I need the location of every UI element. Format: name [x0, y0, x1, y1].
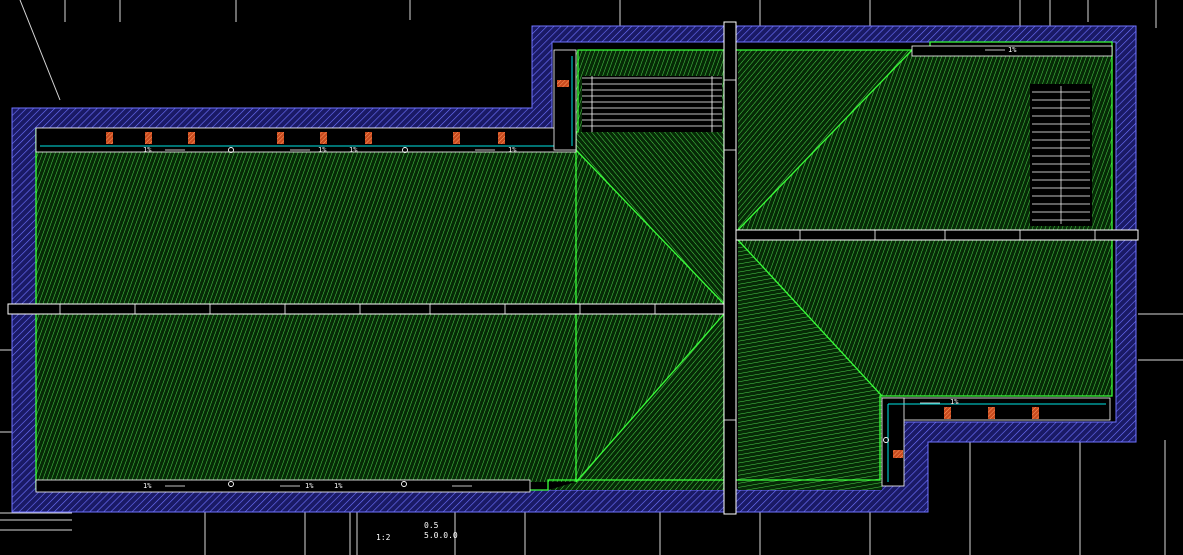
- downpipe-icon: [277, 132, 284, 144]
- downpipe-icon: [1032, 407, 1039, 419]
- slope-label-group: 1% 1% 1% 1% 1% 1% 1% 1% 1%: [143, 46, 1017, 490]
- stair-opening-right: [1030, 84, 1092, 226]
- gutter-vertical-top: [553, 49, 577, 151]
- downpipe-icon: [106, 132, 113, 144]
- slope-label: 1%: [950, 398, 959, 406]
- slope-label: 1%: [334, 482, 343, 490]
- downpipe-icon: [145, 132, 152, 144]
- roof-drain-icon: [883, 437, 889, 443]
- slope-label: 1%: [1008, 46, 1017, 54]
- bottom-label: 5.0.0.0: [424, 531, 458, 540]
- downpipe-icon: [944, 407, 951, 419]
- bottom-label: 0.5: [424, 521, 439, 530]
- roof-drains: [228, 147, 889, 487]
- gutter-top-left: [35, 127, 577, 153]
- downpipe-icon: [320, 132, 327, 144]
- gutter-top-right: [911, 45, 1113, 57]
- downpipes: [106, 80, 1039, 458]
- stair-opening: [582, 76, 722, 132]
- downpipe-icon: [453, 132, 460, 144]
- roof-drain-icon: [401, 481, 407, 487]
- scale-label: 1:2: [376, 533, 391, 542]
- downpipe-icon: [498, 132, 505, 144]
- slope-label: 1%: [305, 482, 314, 490]
- slope-label: 1%: [143, 146, 152, 154]
- bottom-annotations: 1:2 0.5 5.0.0.0: [376, 521, 458, 542]
- roof-drain-icon: [402, 147, 408, 153]
- roof-drain-icon: [228, 481, 234, 487]
- slope-label: 1%: [508, 146, 517, 154]
- slope-label: 1%: [349, 146, 358, 154]
- gutter-bottom-right: [881, 397, 1111, 487]
- slope-label: 1%: [143, 482, 152, 490]
- roof-drain-icon: [228, 147, 234, 153]
- downpipe-icon: [365, 132, 372, 144]
- downpipe-icon: [188, 132, 195, 144]
- slope-arrows: [165, 49, 1005, 487]
- downpipe-icon: [557, 80, 569, 87]
- downpipe-icon: [893, 450, 903, 458]
- downpipe-icon: [988, 407, 995, 419]
- beams: [7, 21, 1139, 515]
- slope-label: 1%: [318, 146, 327, 154]
